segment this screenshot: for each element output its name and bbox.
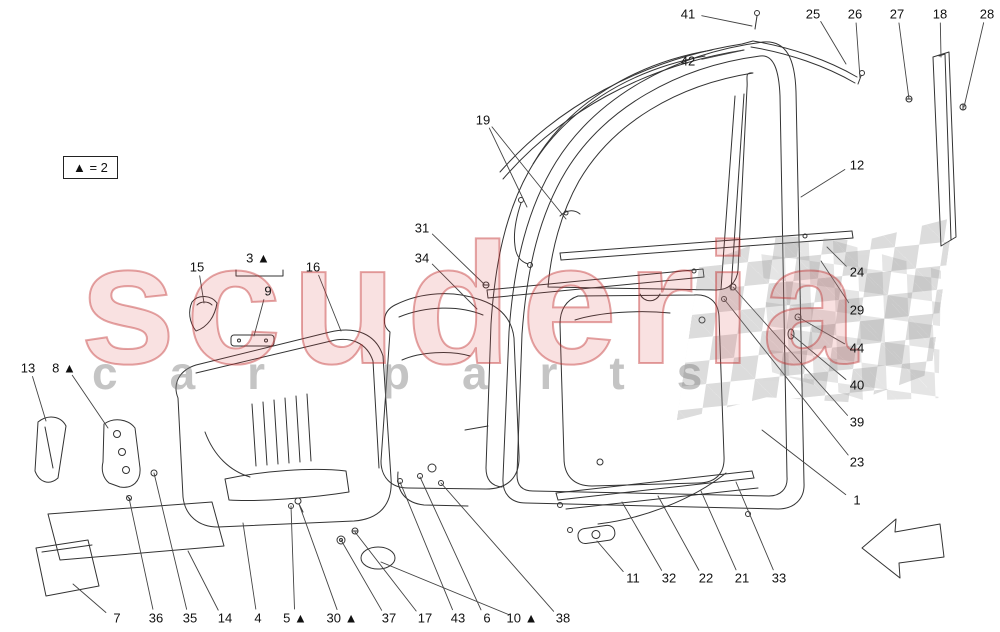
door-pull-trim	[34, 416, 67, 483]
clips-and-screws	[336, 527, 359, 545]
leader-lines	[32, 15, 985, 616]
wiring-harness	[513, 197, 581, 268]
quantity-legend: ▲ = 2	[63, 156, 118, 179]
bracket-part	[230, 334, 275, 347]
front-door-frame	[485, 49, 713, 488]
belt-rails	[482, 230, 854, 299]
door-check-strap	[567, 524, 616, 545]
quarter-window-trim	[905, 51, 967, 247]
lower-trim-cap	[35, 539, 100, 597]
sound-deadening-panel	[559, 293, 725, 487]
door-frame	[502, 41, 805, 517]
sill-rails	[555, 470, 759, 525]
speaker-grille	[360, 546, 396, 570]
carrier-panel	[380, 293, 520, 507]
group-bracket-3	[235, 269, 284, 277]
direction-arrow	[861, 518, 945, 579]
handle-bracket	[101, 419, 158, 501]
mirror-triangle-trim	[189, 296, 218, 332]
window-trim-strips	[499, 10, 865, 180]
door-trim-panel	[175, 329, 392, 528]
